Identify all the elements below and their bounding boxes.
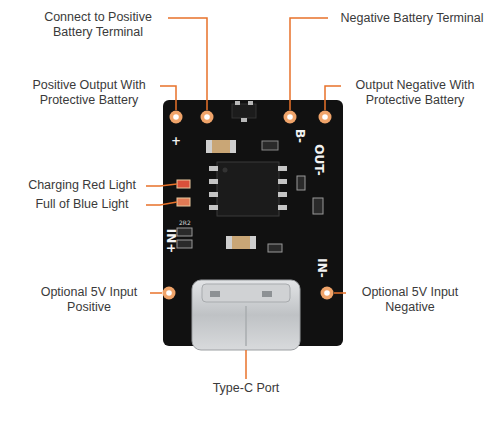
usb-slot: [262, 291, 272, 297]
callout-label: Positive Output With Protective Battery: [18, 78, 160, 108]
pad-hole: [324, 290, 330, 296]
leader-line: [325, 86, 341, 110]
capacitor: [226, 236, 256, 249]
pad: [319, 111, 332, 124]
capacitor-end: [206, 140, 212, 153]
silkscreen-label: B-: [293, 129, 307, 143]
silkscreen-label: IN-: [315, 258, 329, 278]
pad-hole: [287, 114, 293, 120]
leader-line: [146, 202, 177, 205]
pad: [163, 287, 176, 300]
leader-line: [146, 184, 177, 186]
callout-label: Type-C Port: [186, 381, 306, 396]
chip-pin: [209, 205, 218, 210]
capacitor-end: [230, 140, 236, 153]
callout-label: Connect to Positive Battery Terminal: [28, 10, 168, 40]
blue-led: [177, 198, 190, 206]
silkscreen-label: IN+: [164, 229, 178, 254]
chip-pin: [278, 205, 287, 210]
leader-line: [150, 292, 162, 294]
chip-body: [217, 162, 279, 216]
capacitor-body: [226, 236, 256, 249]
callout-label: Output Negative With Protective Battery: [341, 78, 489, 108]
callout-label: Full of Blue Light: [18, 197, 146, 212]
resistor: [297, 176, 305, 190]
callout-label: Optional 5V Input Positive: [28, 285, 150, 315]
leader-line: [168, 18, 207, 110]
type-c-connector: [192, 280, 300, 350]
silkscreen-label: OUT-: [311, 144, 325, 175]
usb-seam: [245, 306, 247, 346]
capacitor-end: [226, 236, 232, 249]
chip-pin: [209, 179, 218, 184]
sop8-chip: [209, 162, 287, 216]
usb-top: [202, 284, 290, 302]
pad: [321, 287, 334, 300]
chip-pin: [209, 166, 218, 171]
capacitor-end: [250, 236, 256, 249]
capacitor: [206, 140, 236, 153]
sot23-pin: [235, 101, 240, 105]
capacitor-body: [206, 140, 236, 153]
red-led: [177, 180, 190, 188]
pad-hole: [166, 290, 172, 296]
part-marking: 2R2: [179, 219, 191, 226]
pad: [170, 111, 183, 124]
solder-pads: [163, 111, 334, 300]
silkscreen-label: +: [171, 134, 181, 148]
chip-pin: [278, 192, 287, 197]
leader-lines: [146, 18, 346, 379]
callout-label: Charging Red Light: [18, 178, 146, 193]
callout-label: Negative Battery Terminal: [328, 11, 496, 26]
sot23-pin: [248, 101, 253, 105]
sot23-pin: [241, 118, 247, 122]
usb-slot: [210, 291, 220, 297]
callout-label: Optional 5V Input Negative: [346, 285, 474, 315]
chip-dot: [223, 168, 228, 173]
chip-pin: [278, 179, 287, 184]
pad-hole: [173, 114, 179, 120]
pad-hole: [322, 114, 328, 120]
sot23-part: [232, 101, 256, 122]
resistor: [268, 244, 282, 252]
pad: [201, 111, 214, 124]
resistor: [313, 198, 323, 214]
pad-hole: [204, 114, 210, 120]
leader-line: [334, 292, 346, 294]
resistor: [262, 141, 278, 150]
pad: [284, 111, 297, 124]
leader-line: [245, 350, 247, 379]
leader-line: [290, 18, 328, 110]
sot23-body: [232, 104, 256, 118]
chip-pin: [278, 166, 287, 171]
chip-pin: [209, 192, 218, 197]
leader-line: [160, 86, 176, 110]
usb-shell: [192, 280, 300, 350]
resistor: [177, 228, 192, 236]
resistor: [177, 240, 192, 248]
